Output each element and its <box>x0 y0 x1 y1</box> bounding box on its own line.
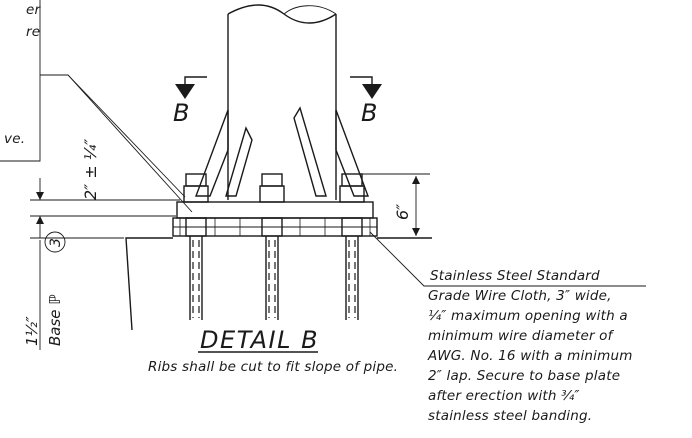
wire-note-line-3: ¼″ maximum opening with a <box>428 308 628 324</box>
rib-left-outer <box>194 109 229 197</box>
pipe <box>227 4 337 200</box>
detail-title-block: DETAIL B Ribs shall be cut to fit slope … <box>148 326 398 375</box>
section-right-arrowhead <box>362 84 382 99</box>
wire-note-line-8: stainless steel banding. <box>428 408 592 424</box>
right-dimension: 6″ <box>362 173 430 236</box>
left-dimensions: 2″ ± ¼″ 1½″ Base ℙ 3 <box>23 139 180 350</box>
left-note-box: er re ve. <box>0 0 42 162</box>
wire-cloth-note: Stainless Steel Standard Grade Wire Clot… <box>427 268 633 424</box>
rib-right-outer <box>335 109 370 197</box>
section-left-label: B <box>173 99 189 127</box>
anchor-bolt-left <box>183 173 209 320</box>
anchor-bolt-right <box>339 173 365 320</box>
base-plate-label: Base ℙ <box>46 294 64 346</box>
foundation-left-edge <box>125 237 173 331</box>
wire-note-line-5: AWG. No. 16 with a minimum <box>427 348 633 364</box>
detail-caption: Ribs shall be cut to fit slope of pipe. <box>148 359 398 375</box>
base-dimension-label: 1½″ <box>23 316 41 346</box>
bolt-right-nut <box>339 185 365 203</box>
section-left-line <box>184 76 207 84</box>
foundation <box>125 237 432 331</box>
rib-right-inner <box>293 106 327 197</box>
leader-line-upper <box>40 74 193 213</box>
dim-arrow-upper <box>36 192 44 200</box>
ribs <box>194 106 370 197</box>
bolt-right-nut-top <box>341 173 363 187</box>
dim6-arrow-top <box>412 176 420 184</box>
left-note-leaders <box>40 74 193 213</box>
left-note-line-1: er <box>26 2 42 18</box>
base-plate-assembly <box>172 201 378 237</box>
base-plate-number: 3 <box>48 238 64 247</box>
section-right-line <box>350 76 373 84</box>
section-mark-right: B <box>350 76 382 127</box>
bolt-left-nut-lower <box>185 217 207 237</box>
left-note-border <box>0 0 41 162</box>
rib-left-inner <box>225 126 253 197</box>
wire-note-line-2: Grade Wire Cloth, 3″ wide, <box>428 288 612 304</box>
wire-note-line-6: 2″ lap. Secure to base plate <box>428 368 620 384</box>
wire-leader-line <box>369 231 646 287</box>
pipe-break-inner <box>283 5 337 15</box>
dim6-arrow-bottom <box>412 228 420 236</box>
base-plate <box>176 201 374 219</box>
pipe-break-line <box>227 4 337 24</box>
wire-note-line-4: minimum wire diameter of <box>428 328 615 344</box>
section-left-arrowhead <box>175 84 195 99</box>
base-plate-circle <box>44 231 66 253</box>
bolt-center-nut-lower <box>261 217 283 237</box>
section-mark-left: B <box>173 76 207 127</box>
wire-note-line-7: after erection with ¾″ <box>428 388 580 404</box>
wire-note-leader <box>369 231 646 287</box>
leader-line-lower <box>67 74 186 198</box>
dim-arrow-lower <box>36 216 44 224</box>
wire-note-line-1: Stainless Steel Standard <box>430 268 600 284</box>
wire-cloth-hatch <box>179 218 371 236</box>
anchor-bolt-center <box>259 173 285 320</box>
section-right-label: B <box>361 99 377 127</box>
six-inch-label: 6″ <box>393 204 412 220</box>
detail-title: DETAIL B <box>200 326 319 354</box>
bolt-right-nut-lower <box>341 217 363 237</box>
bolt-center-nut <box>259 185 285 203</box>
bolt-left-nut <box>183 185 209 203</box>
left-note-line-5: ve. <box>4 131 25 147</box>
bolt-center-nut-top <box>261 173 283 187</box>
top-dimension-label: 2″ ± ¼″ <box>81 139 100 200</box>
left-note-line-2: re <box>26 24 40 40</box>
